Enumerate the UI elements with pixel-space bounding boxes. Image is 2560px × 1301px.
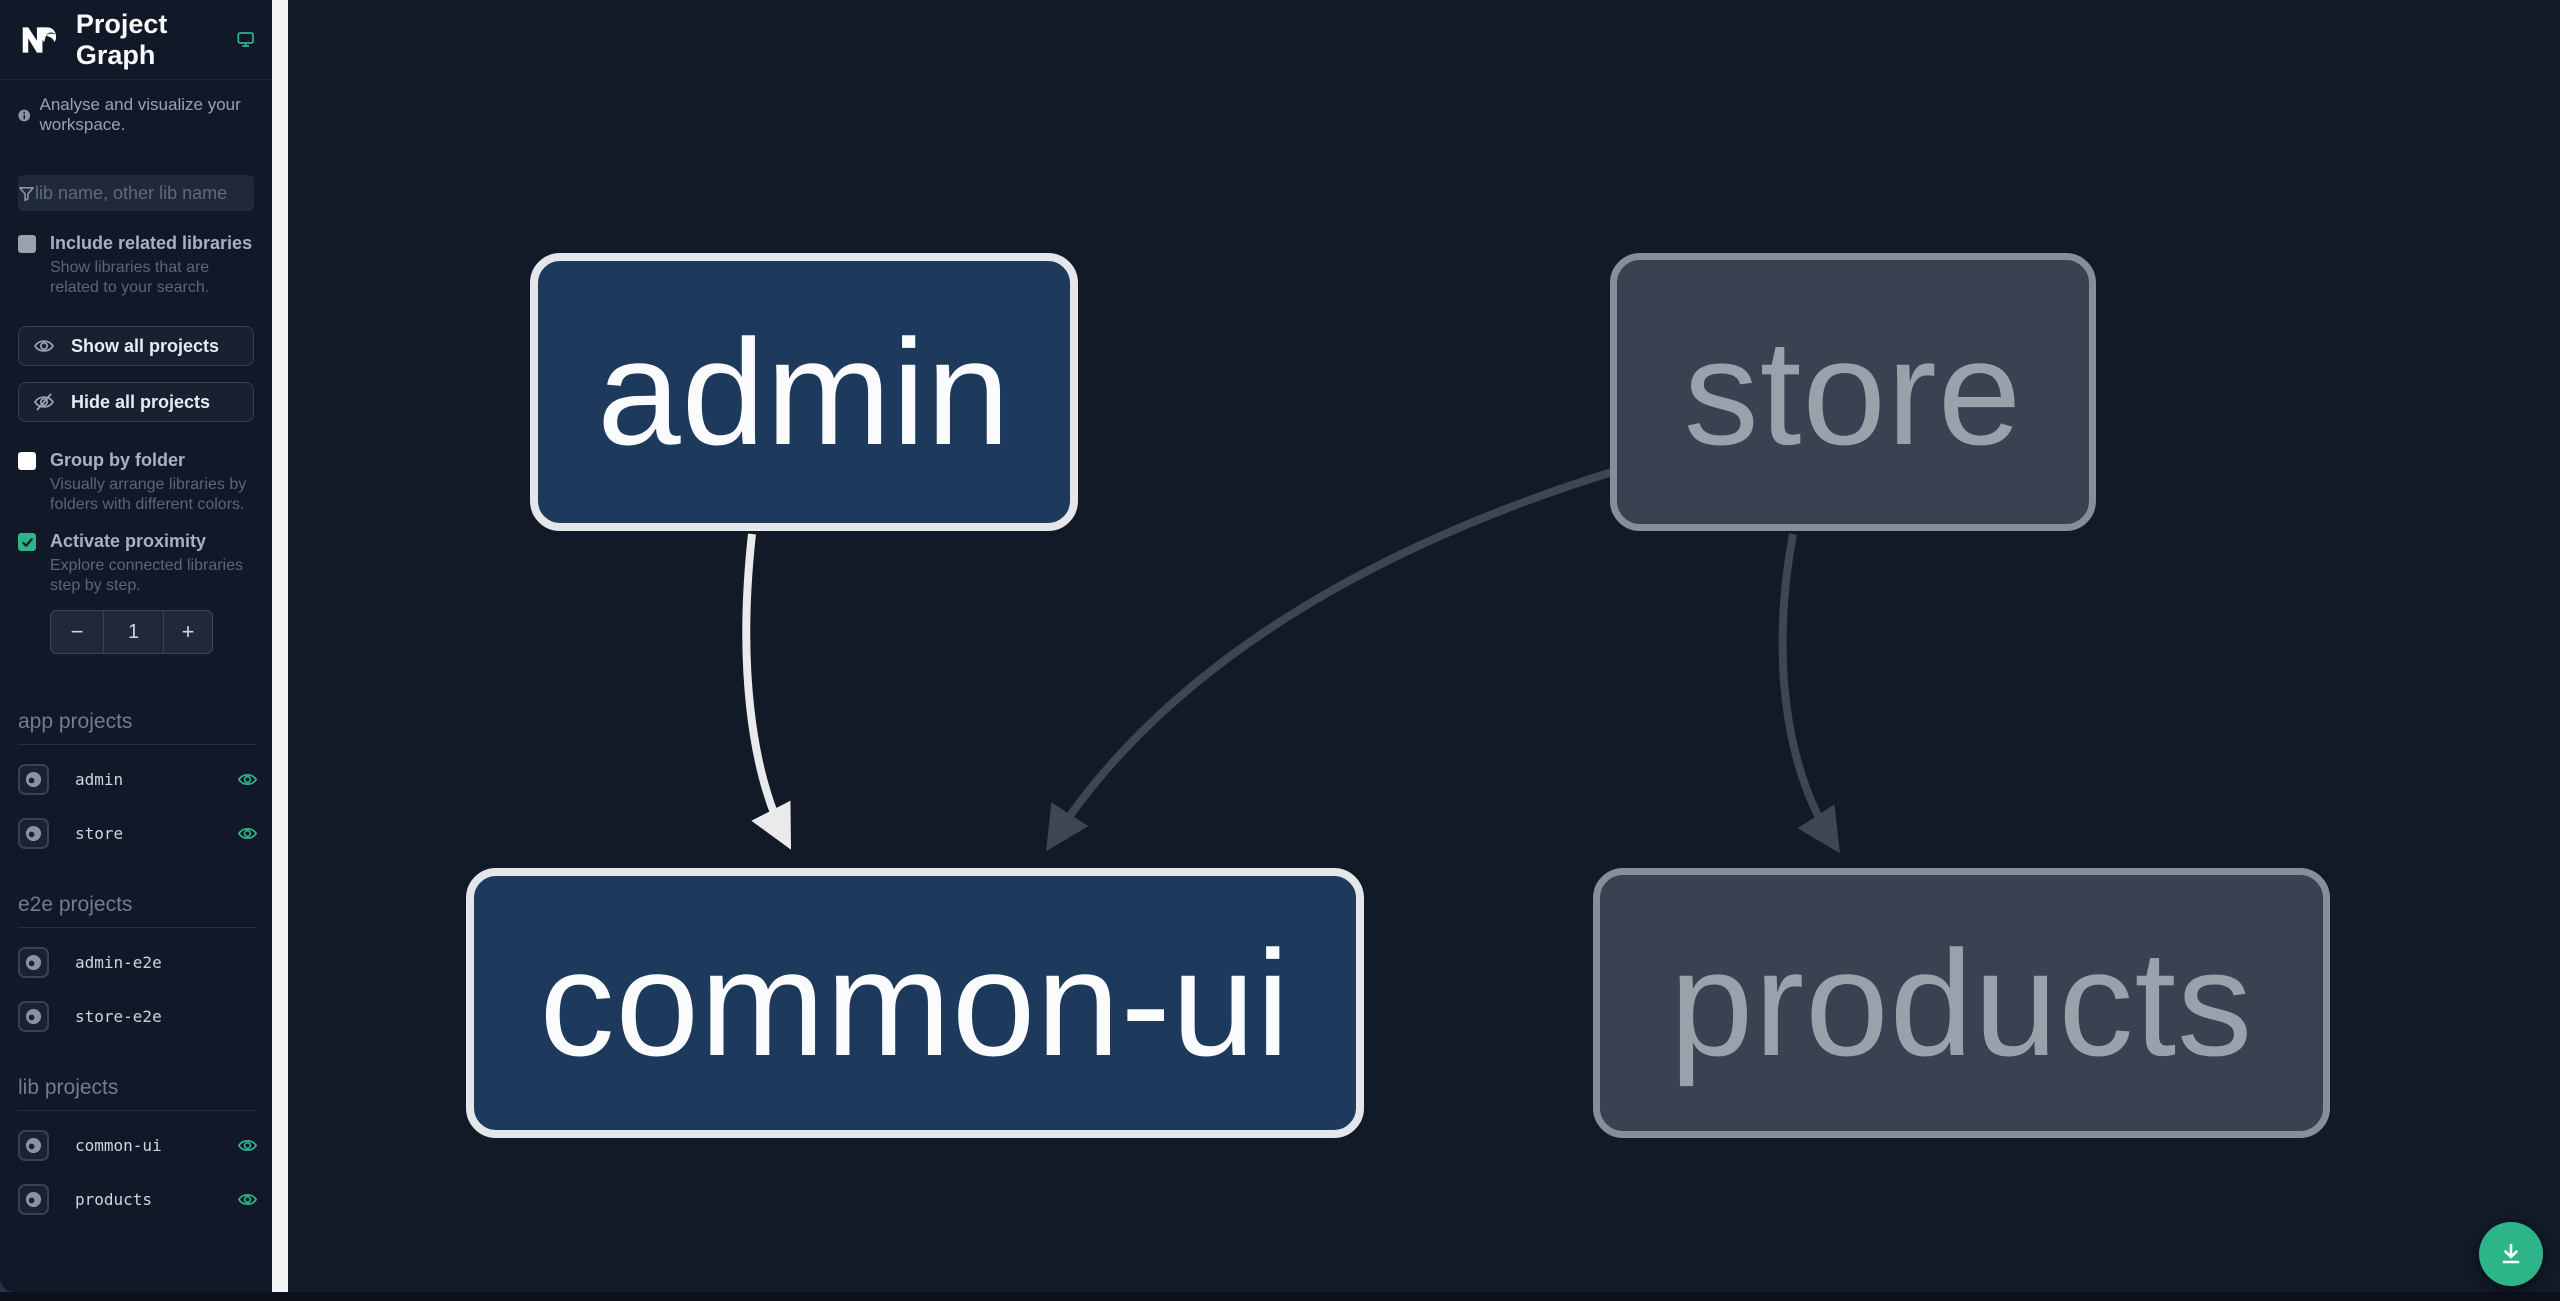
section-app-projects: app projects admin: [18, 710, 272, 853]
focus-project-button[interactable]: [18, 1183, 49, 1215]
project-name: admin: [75, 769, 124, 789]
edge-admin-to-common-ui: [742, 533, 792, 850]
eye-icon: [34, 340, 54, 352]
eye-icon: [237, 827, 258, 839]
app-title: Project Graph: [75, 8, 168, 70]
project-row-store: store: [18, 813, 272, 853]
section-title: app projects: [18, 710, 256, 745]
search-input[interactable]: [35, 175, 267, 211]
focus-icon: [25, 954, 42, 970]
download-icon: [2502, 1243, 2520, 1264]
proximity-depth-value: 1: [103, 611, 164, 653]
include-related-checkbox[interactable]: Include related libraries Show libraries…: [18, 233, 254, 298]
hide-all-projects-button[interactable]: Hide all projects: [18, 382, 254, 422]
node-label: common-ui: [539, 918, 1291, 1087]
graph-node-admin[interactable]: admin: [530, 253, 1078, 531]
eye-icon: [237, 773, 258, 785]
sidebar-header: Project Graph: [0, 0, 272, 80]
graph-node-store[interactable]: store: [1610, 253, 2096, 531]
toggle-visibility-products[interactable]: [237, 1189, 258, 1210]
checkbox-box[interactable]: [18, 235, 36, 253]
project-row-admin-e2e: admin-e2e: [18, 942, 272, 982]
focus-icon: [25, 1008, 42, 1024]
focus-icon: [25, 1191, 42, 1207]
group-by-folder-description: Visually arrange libraries by folders wi…: [50, 476, 247, 513]
focus-icon: [25, 825, 42, 841]
toggle-visibility-admin[interactable]: [237, 769, 258, 790]
project-row-common-ui: common-ui: [18, 1125, 272, 1165]
project-row-admin: admin: [18, 759, 272, 799]
eye-icon: [237, 1193, 258, 1205]
graph-node-common-ui[interactable]: common-ui: [466, 868, 1364, 1138]
focus-project-button[interactable]: [18, 817, 49, 849]
horizontal-scrollbar[interactable]: [0, 1292, 2560, 1301]
section-lib-projects: lib projects common-ui: [18, 1076, 272, 1219]
focus-icon: [25, 1137, 42, 1153]
search-bar: [18, 175, 267, 211]
activate-proximity-checkbox[interactable]: Activate proximity Explore connected lib…: [18, 531, 254, 596]
section-title: e2e projects: [18, 893, 256, 928]
group-by-folder-checkbox[interactable]: Group by folder Visually arrange librari…: [18, 450, 254, 515]
graph-node-products[interactable]: products: [1593, 868, 2330, 1138]
eye-slash-icon: [34, 393, 54, 411]
monitor-icon: [237, 32, 254, 47]
checkbox-text: Group by folder Visually arrange librari…: [50, 450, 256, 515]
download-graph-button[interactable]: [2479, 1222, 2543, 1286]
filter-funnel-icon: [18, 185, 35, 202]
show-all-projects-label: Show all projects: [71, 335, 220, 356]
project-row-products: products: [18, 1179, 272, 1219]
project-name: store: [75, 823, 124, 843]
checkbox-box-checked[interactable]: [18, 533, 36, 551]
project-name: admin-e2e: [75, 952, 162, 972]
proximity-decrement-button[interactable]: −: [51, 611, 103, 653]
checkbox-text: Activate proximity Explore connected lib…: [50, 531, 256, 596]
toggle-visibility-store[interactable]: [237, 823, 258, 844]
proximity-increment-button[interactable]: +: [164, 611, 212, 653]
focus-project-button[interactable]: [18, 1000, 49, 1032]
show-all-projects-button[interactable]: Show all projects: [18, 326, 254, 366]
section-e2e-projects: e2e projects admin-e2e store-e2e: [18, 893, 272, 1036]
workspace-subtitle-row: Analyse and visualize your workspace.: [0, 95, 272, 135]
include-related-label: Include related libraries: [50, 233, 253, 253]
activate-proximity-description: Explore connected libraries step by step…: [50, 557, 243, 594]
nx-logo-icon: [22, 26, 56, 53]
node-label: store: [1683, 307, 2023, 476]
checkbox-text: Include related libraries Show libraries…: [50, 233, 256, 298]
project-name: common-ui: [75, 1135, 162, 1155]
group-by-folder-label: Group by folder: [50, 450, 185, 470]
project-name: store-e2e: [75, 1006, 162, 1026]
project-row-store-e2e: store-e2e: [18, 996, 272, 1036]
workspace-subtitle: Analyse and visualize your workspace.: [39, 95, 241, 134]
focus-icon: [25, 771, 42, 787]
toggle-visibility-common-ui[interactable]: [237, 1135, 258, 1156]
info-icon: [18, 109, 31, 121]
sidebar: Project Graph Analyse and visualize your…: [0, 0, 272, 1292]
node-label: products: [1669, 918, 2254, 1087]
node-label: admin: [597, 307, 1011, 476]
focus-project-button[interactable]: [18, 1129, 49, 1161]
include-related-description: Show libraries that are related to your …: [50, 259, 210, 296]
activate-proximity-label: Activate proximity: [50, 531, 207, 551]
checkmark-icon: [21, 537, 33, 547]
eye-icon: [237, 1139, 258, 1151]
edge-store-to-products: [1778, 533, 1840, 854]
edge-store-to-common-ui: [1046, 468, 1614, 852]
focus-project-button[interactable]: [18, 763, 49, 795]
hide-all-projects-label: Hide all projects: [71, 391, 211, 412]
section-title: lib projects: [18, 1076, 256, 1111]
proximity-depth-stepper: − 1 +: [50, 610, 213, 654]
sidebar-scrollbar[interactable]: [272, 0, 288, 1292]
focus-project-button[interactable]: [18, 946, 49, 978]
checkbox-box[interactable]: [18, 452, 36, 470]
project-name: products: [75, 1189, 153, 1209]
